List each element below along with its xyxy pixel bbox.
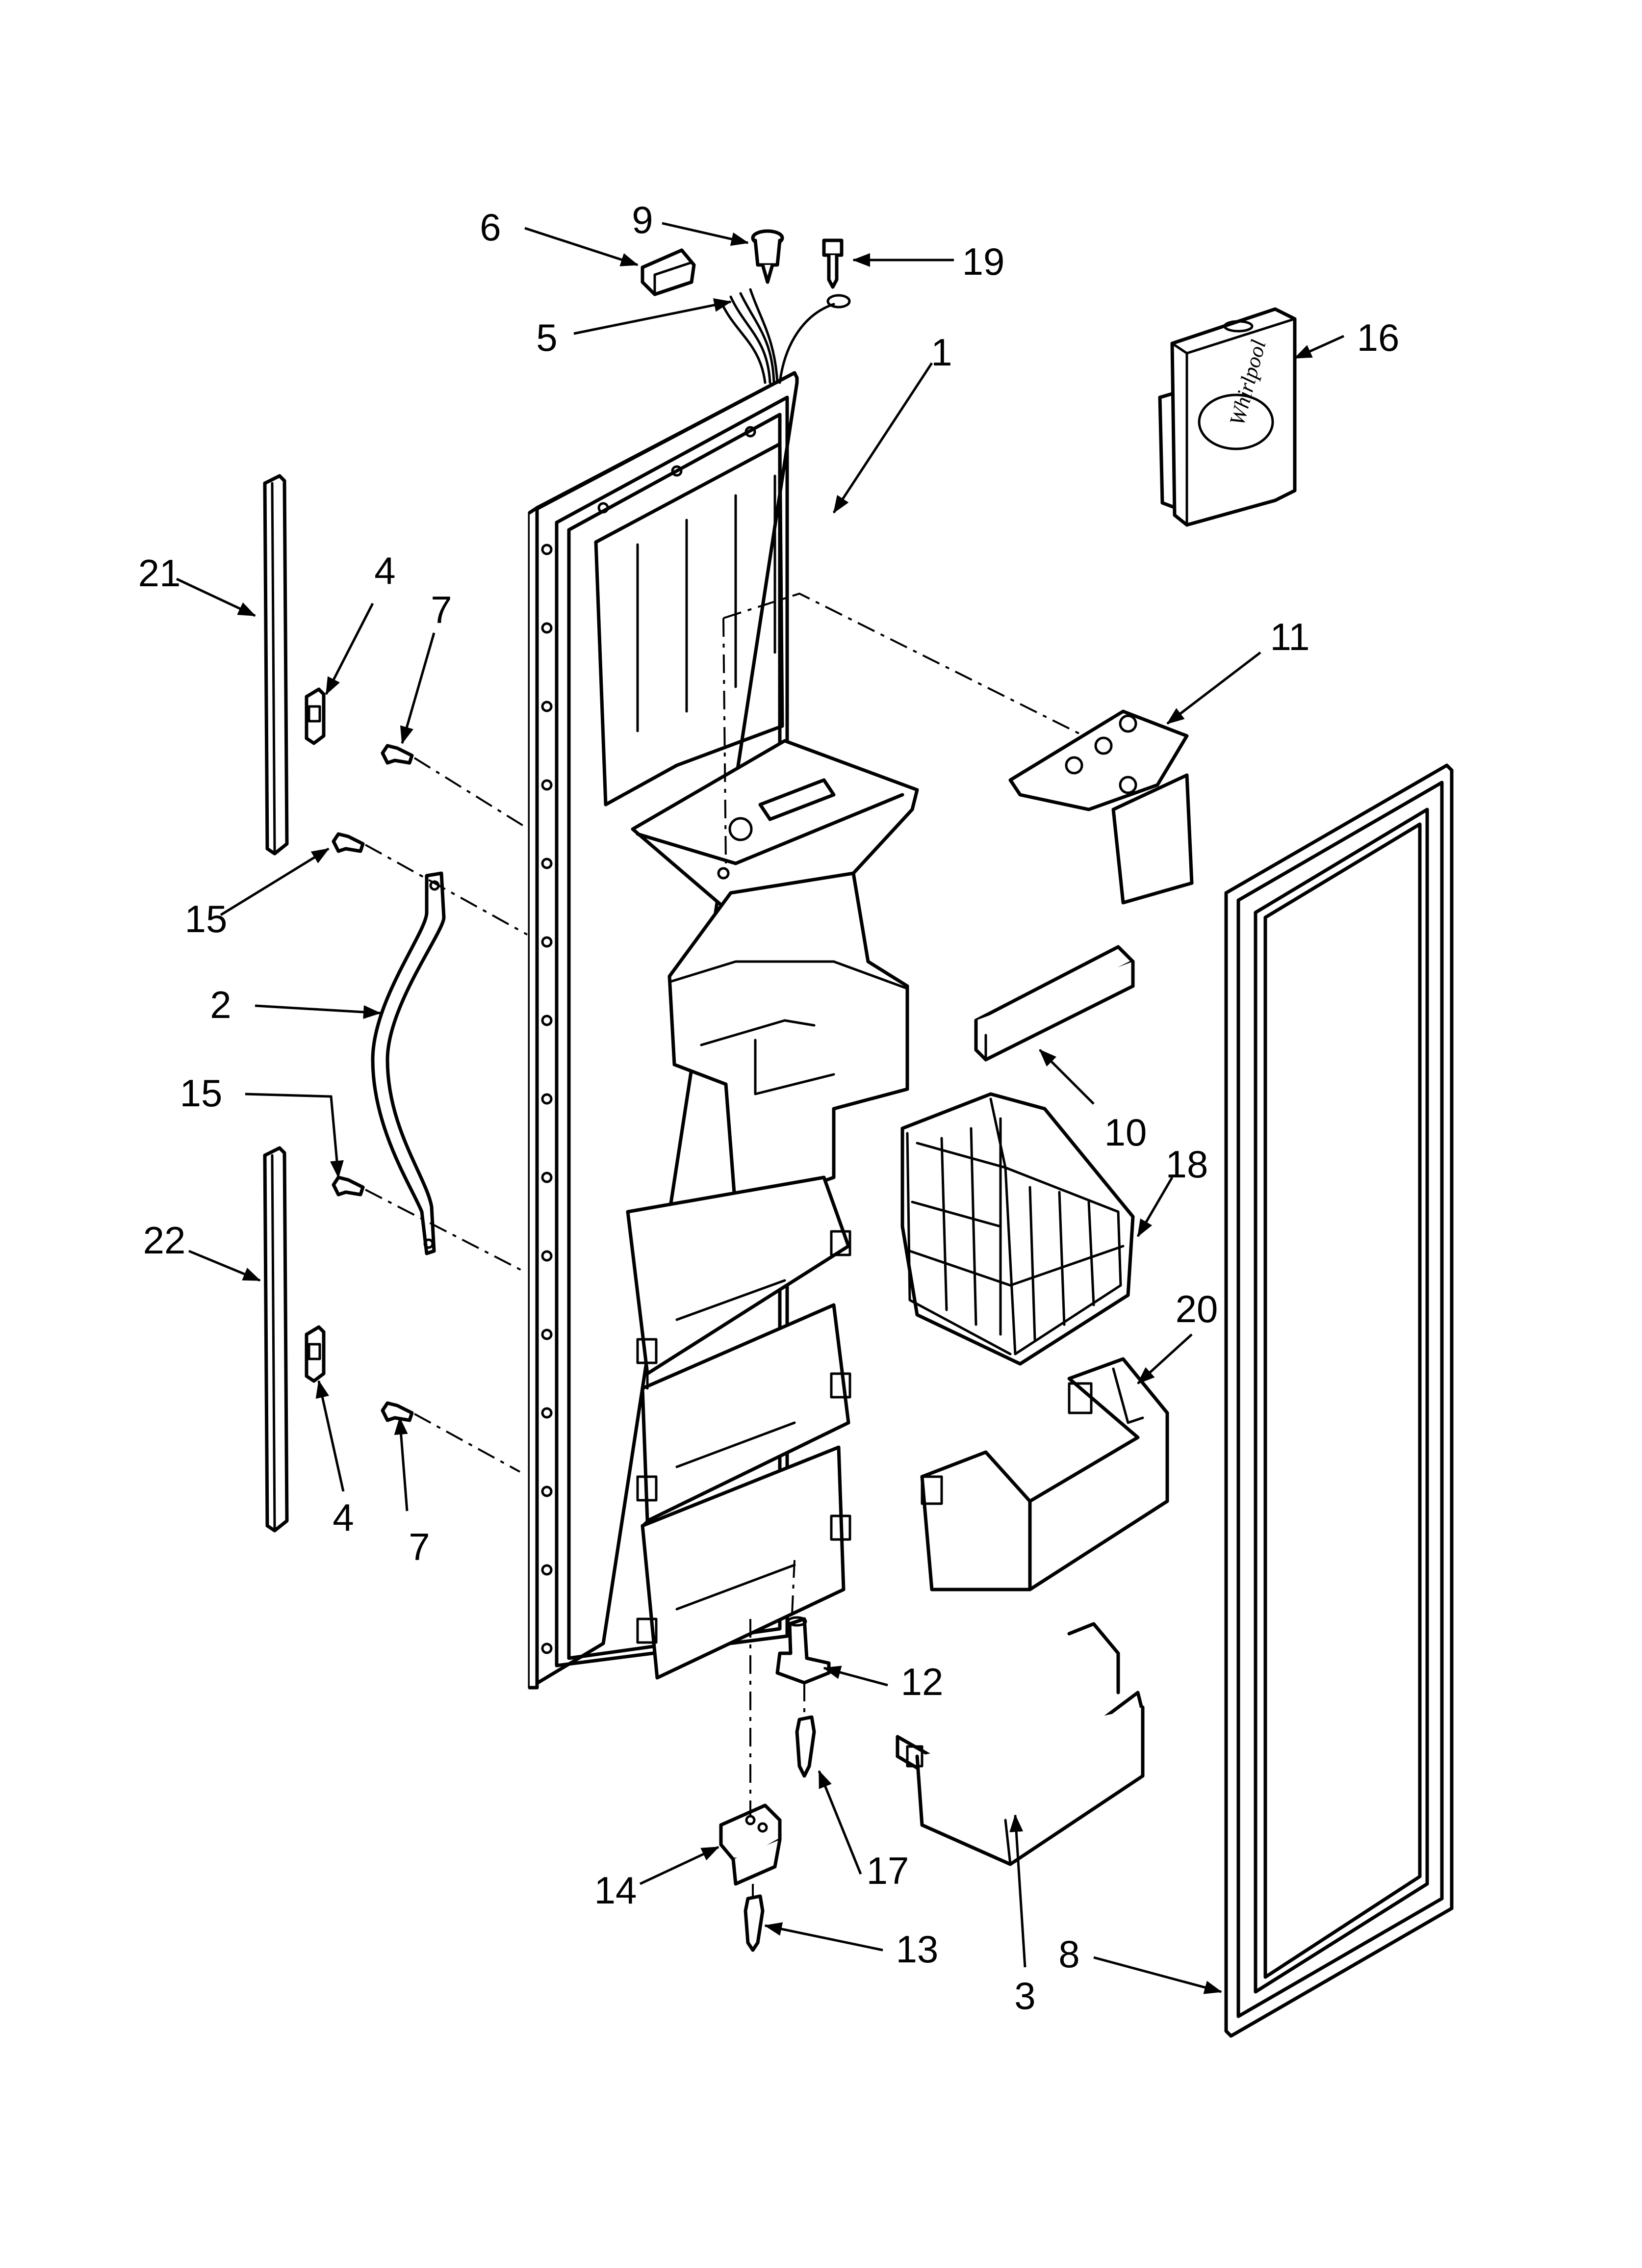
ground-screw-part (822, 238, 844, 289)
door-panel-part (528, 371, 919, 1690)
callout-7-upper: 7 (431, 588, 452, 631)
callout-17: 17 (867, 1849, 909, 1892)
callout-4-upper: 4 (374, 549, 395, 592)
callout-labels: 1 2 3 4 4 5 6 7 7 8 9 10 11 12 13 14 15 … (138, 198, 1400, 2017)
bracket-part (1008, 709, 1194, 905)
clip-upper-part (305, 687, 326, 745)
callout-5: 5 (536, 316, 557, 359)
plug-part (751, 229, 784, 284)
screw-15-lower-part (332, 1175, 365, 1197)
callout-3: 3 (1014, 1974, 1035, 2017)
hinge-screw-13-part (744, 1894, 765, 1952)
screw-15-upper-part (332, 832, 365, 853)
callout-8: 8 (1058, 1932, 1079, 1976)
callout-9: 9 (632, 198, 653, 241)
left-trim-strip-lower-part (263, 1146, 289, 1533)
door-rim-holes (541, 426, 756, 1654)
callout-15-lower: 15 (180, 1071, 223, 1115)
callout-15-upper: 15 (185, 897, 228, 940)
shelf-bar-part (896, 1622, 1145, 1866)
callout-22: 22 (143, 1219, 186, 1262)
callout-7-lower: 7 (409, 1525, 430, 1568)
wire-basket-part (900, 1092, 1135, 1366)
hinge-screw-17-part (795, 1715, 816, 1778)
left-trim-strip-upper-part (263, 474, 289, 856)
trim-strip-part (974, 945, 1135, 1062)
assembly-lines (365, 592, 1084, 1899)
callout-12: 12 (901, 1660, 944, 1703)
callout-21: 21 (138, 551, 181, 595)
callout-20: 20 (1176, 1287, 1218, 1330)
callout-13: 13 (896, 1928, 939, 1971)
callout-1: 1 (931, 331, 952, 374)
door-handle-part (371, 871, 446, 1255)
callout-11: 11 (1270, 615, 1310, 658)
screw-7-lower-part (381, 1401, 414, 1422)
screw-7-upper-part (381, 744, 414, 765)
hinge-pin-part (775, 1616, 831, 1685)
callout-2: 2 (210, 983, 231, 1026)
callout-4-lower: 4 (333, 1496, 354, 1539)
callout-leaders (176, 222, 1345, 1994)
callout-19: 19 (962, 240, 1005, 283)
callout-16: 16 (1357, 316, 1400, 359)
door-gasket-part (1224, 763, 1454, 2038)
connector-part (641, 248, 696, 296)
callout-10: 10 (1104, 1111, 1147, 1154)
wire-harness-part (719, 288, 851, 384)
door-bin-part (920, 1357, 1169, 1591)
clip-lower-part (305, 1325, 326, 1383)
hinge-bracket-14-part (719, 1803, 782, 1886)
callout-6: 6 (480, 206, 501, 249)
callout-14: 14 (594, 1869, 637, 1912)
water-filter-part: Whirlpool (1158, 307, 1297, 527)
callout-18: 18 (1166, 1143, 1208, 1186)
